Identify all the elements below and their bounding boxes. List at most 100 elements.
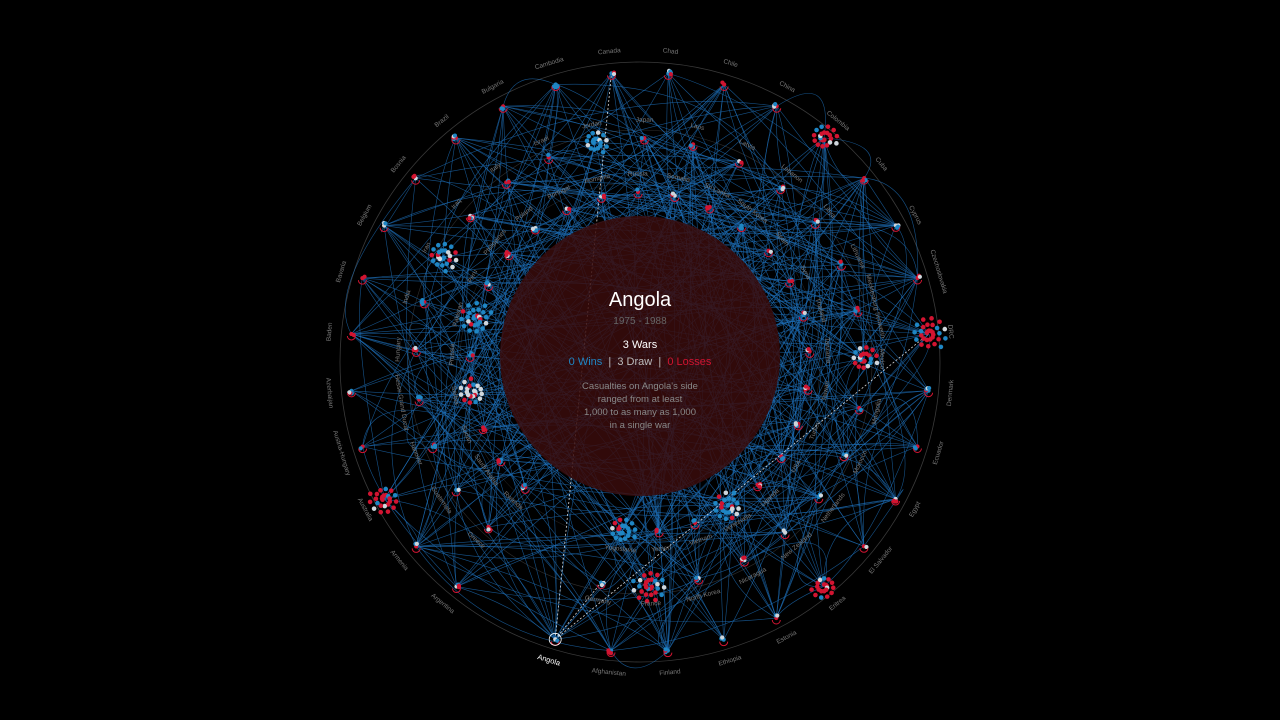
- country-node[interactable]: [719, 80, 729, 91]
- country-node[interactable]: [663, 647, 673, 658]
- country-node[interactable]: [776, 184, 786, 195]
- country-label[interactable]: Azerbaijan: [324, 377, 334, 409]
- country-label[interactable]: Finland: [659, 668, 681, 677]
- country-node[interactable]: [853, 305, 863, 317]
- country-label[interactable]: Bulgaria: [481, 78, 506, 96]
- country-node[interactable]: [811, 124, 840, 149]
- country-node[interactable]: [451, 133, 461, 145]
- country-node[interactable]: [419, 297, 429, 309]
- country-node[interactable]: [690, 518, 700, 530]
- country-label[interactable]: El Salvador: [868, 545, 895, 576]
- country-node[interactable]: [693, 575, 704, 585]
- country-label[interactable]: Cyprus: [907, 204, 923, 226]
- country-node[interactable]: [793, 421, 803, 431]
- country-label[interactable]: Germany: [584, 595, 612, 607]
- country-label[interactable]: Czechoslovakia: [928, 249, 948, 295]
- country-node[interactable]: [414, 394, 424, 406]
- country-label[interactable]: India: [402, 289, 413, 305]
- country-label[interactable]: Cuba: [873, 156, 889, 173]
- country-node[interactable]: [912, 316, 948, 350]
- country-node[interactable]: [639, 135, 649, 145]
- country-label[interactable]: Poland: [514, 205, 535, 223]
- country-node[interactable]: [584, 130, 609, 155]
- country-node[interactable]: [814, 492, 824, 504]
- country-label[interactable]: Ecuador: [932, 440, 946, 466]
- country-node[interactable]: [851, 345, 880, 370]
- country-node[interactable]: [798, 310, 808, 322]
- country-node[interactable]: [379, 220, 389, 233]
- country-label[interactable]: Canada: [598, 47, 622, 56]
- country-node[interactable]: [764, 248, 774, 258]
- country-node[interactable]: [596, 580, 606, 590]
- country-label[interactable]: France: [641, 600, 662, 608]
- country-node[interactable]: [688, 142, 698, 151]
- country-label[interactable]: Japan: [636, 117, 654, 124]
- country-label[interactable]: Serbia: [450, 386, 460, 406]
- country-label[interactable]: Estonia: [776, 629, 799, 646]
- country-node[interactable]: [596, 192, 607, 203]
- country-node[interactable]: [771, 613, 781, 625]
- country-node[interactable]: [428, 442, 438, 454]
- country-label[interactable]: Angola: [536, 652, 562, 668]
- country-node[interactable]: [610, 517, 638, 542]
- country-node[interactable]: [346, 331, 356, 341]
- country-node[interactable]: [737, 223, 747, 233]
- country-label[interactable]: Brazil: [434, 113, 451, 129]
- country-node[interactable]: [654, 527, 664, 538]
- country-node[interactable]: [854, 405, 864, 415]
- country-node[interactable]: [631, 571, 667, 604]
- country-node[interactable]: [367, 486, 399, 515]
- country-label[interactable]: Bosnia: [390, 154, 408, 174]
- country-node[interactable]: [776, 454, 786, 464]
- country-node[interactable]: [753, 481, 763, 492]
- country-label[interactable]: Austria-Hungary: [331, 430, 352, 478]
- country-node[interactable]: [451, 582, 462, 594]
- country-node[interactable]: [606, 70, 617, 80]
- country-label[interactable]: Pakistan: [452, 301, 465, 327]
- country-label[interactable]: Romania: [584, 173, 611, 186]
- country-node[interactable]: [839, 452, 849, 462]
- country-node[interactable]: [923, 386, 934, 398]
- country-node[interactable]: [859, 176, 869, 185]
- country-node[interactable]: [739, 555, 749, 567]
- country-label[interactable]: Prussia: [448, 343, 456, 365]
- country-label[interactable]: Bavaria: [335, 260, 348, 283]
- country-label[interactable]: Denmark: [946, 379, 956, 407]
- country-label[interactable]: Laos: [690, 122, 706, 132]
- country-label[interactable]: Russia: [628, 171, 648, 178]
- country-node[interactable]: [713, 490, 741, 522]
- country-label[interactable]: Jordan: [581, 120, 602, 131]
- country-node[interactable]: [912, 444, 922, 453]
- country-label[interactable]: Somalia: [666, 172, 691, 184]
- country-node[interactable]: [496, 457, 506, 467]
- country-node[interactable]: [465, 213, 475, 223]
- country-node[interactable]: [719, 635, 729, 647]
- country-label[interactable]: Ethiopia: [718, 654, 743, 668]
- country-node[interactable]: [551, 82, 561, 92]
- country-node[interactable]: [810, 217, 820, 229]
- country-node[interactable]: [498, 104, 508, 113]
- country-node[interactable]: [501, 178, 511, 189]
- country-label[interactable]: Latvia: [738, 138, 757, 152]
- country-node[interactable]: [859, 544, 869, 553]
- country-label[interactable]: China: [778, 80, 797, 94]
- country-label[interactable]: Mexico: [878, 349, 885, 370]
- country-node[interactable]: [809, 576, 836, 600]
- country-label[interactable]: Yugoslavia: [604, 544, 636, 554]
- country-node[interactable]: [346, 388, 356, 398]
- country-node[interactable]: [465, 350, 475, 362]
- country-node[interactable]: [411, 345, 421, 357]
- country-node[interactable]: [891, 496, 901, 506]
- country-node[interactable]: [663, 68, 674, 80]
- country-node[interactable]: [530, 225, 540, 235]
- country-label[interactable]: Chile: [722, 58, 739, 69]
- country-node[interactable]: [633, 187, 643, 199]
- country-node[interactable]: [606, 648, 616, 658]
- country-label[interactable]: Rwanda: [502, 490, 525, 512]
- country-label[interactable]: Sudan: [459, 425, 473, 445]
- country-node[interactable]: [520, 482, 530, 494]
- country-label[interactable]: Cambodia: [534, 56, 565, 71]
- country-node[interactable]: [411, 173, 421, 185]
- country-node[interactable]: [913, 273, 923, 285]
- country-node[interactable]: [483, 524, 493, 534]
